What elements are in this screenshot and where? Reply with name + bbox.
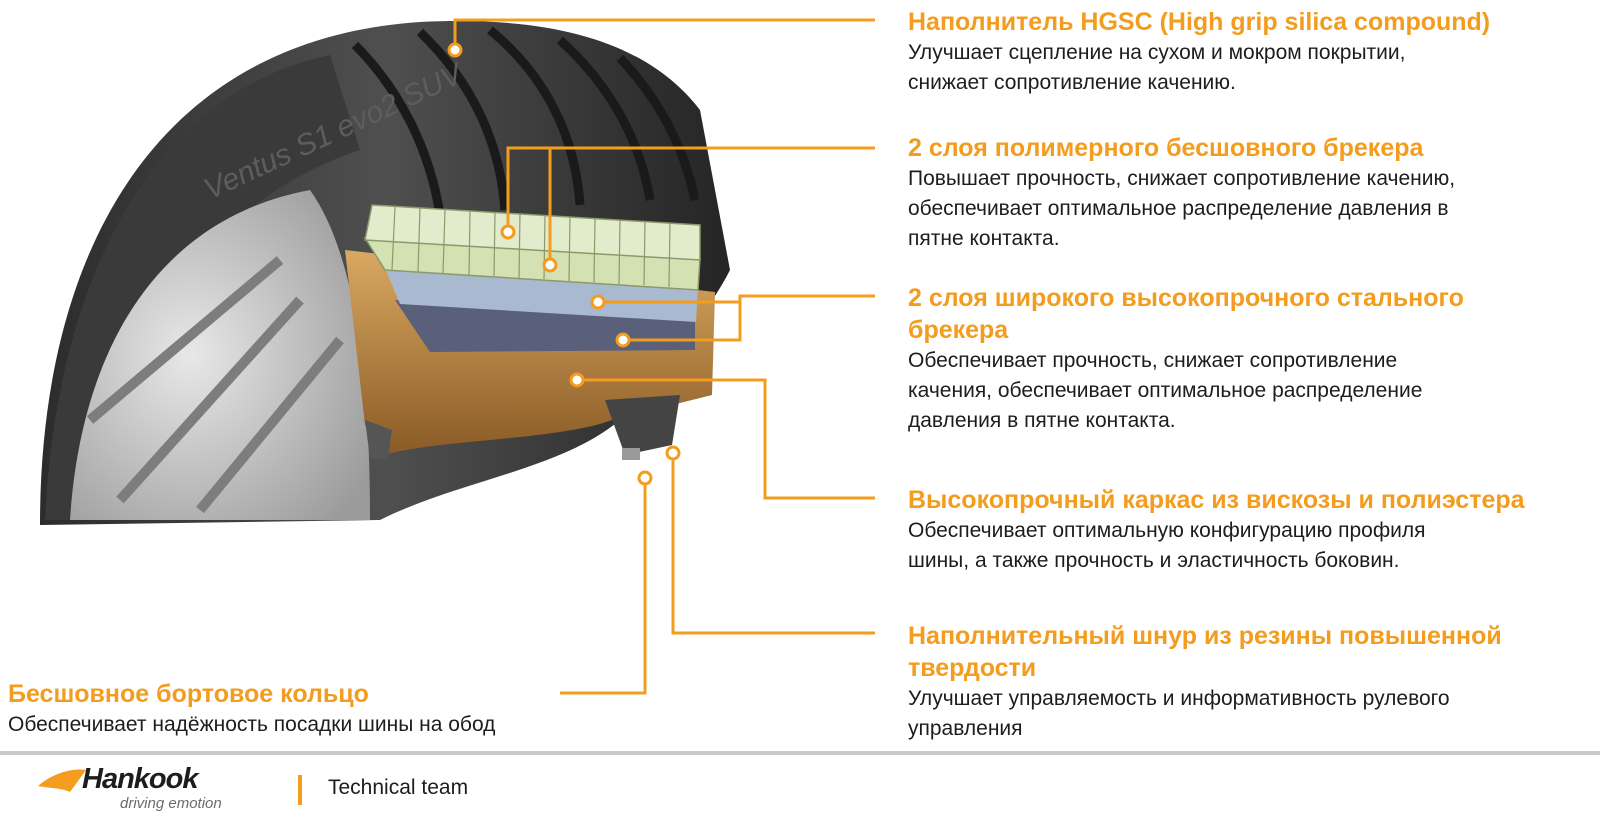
label-apex: Наполнительный шнур из резины повышенной… xyxy=(908,620,1598,744)
label-steel-belts-line-1: Обеспечивает прочность, снижает сопротив… xyxy=(908,349,1398,372)
label-casing-line-2: шины, а также прочность и эластичность б… xyxy=(908,549,1400,572)
rim-spokes xyxy=(86,256,344,514)
leader-steel-belts-2 xyxy=(623,302,742,342)
footer-divider xyxy=(0,751,1600,755)
brand-name: Hankook xyxy=(82,764,200,795)
label-polymer-belts-line-3: пятне контакта. xyxy=(908,227,1060,250)
label-bead-line-1: Обеспечивает надёжность посадки шины на … xyxy=(8,713,496,736)
label-steel-belts-title: 2 слоя широкого высокопрочного стального xyxy=(908,284,1464,312)
label-bead-title: Бесшовное бортовое кольцо xyxy=(8,680,369,708)
label-steel-belts: 2 слоя широкого высокопрочного стального… xyxy=(908,282,1598,436)
leader-dots xyxy=(447,42,681,486)
brand-tagline: driving emotion xyxy=(120,795,222,812)
label-bead: Бесшовное бортовое кольцо Обеспечивает н… xyxy=(8,678,628,740)
hankook-logo: Hankook driving emotion xyxy=(38,764,222,812)
label-casing-title: Высокопрочный каркас из вискозы и полиэс… xyxy=(908,486,1525,514)
label-polymer-belts-title: 2 слоя полимерного бесшовного брекера xyxy=(908,134,1424,162)
label-hgsc-title: Наполнитель HGSC (High grip silica compo… xyxy=(908,8,1491,36)
label-hgsc-line-2: снижает сопротивление качению. xyxy=(908,71,1236,94)
label-steel-belts-line-3: давления в пятне контакта. xyxy=(908,409,1176,432)
team-label: Technical team xyxy=(328,776,469,799)
leader-lines xyxy=(453,18,875,695)
label-apex-line-1: Улучшает управляемость и информативность… xyxy=(908,687,1450,710)
cross-section-layers xyxy=(345,204,715,460)
leader-polymer-belts xyxy=(506,146,875,230)
label-polymer-belts-line-2: обеспечивает оптимальное распределение д… xyxy=(908,197,1449,220)
inner-bead xyxy=(365,420,392,460)
leader-casing xyxy=(577,378,875,500)
label-steel-belts-line-2: качения, обеспечивает оптимальное распре… xyxy=(908,379,1423,402)
label-hgsc: Наполнитель HGSC (High grip silica compo… xyxy=(908,6,1598,98)
label-apex-title-2: твердости xyxy=(908,654,1037,682)
bead-ring xyxy=(622,448,640,460)
wheel-rim xyxy=(70,190,370,520)
polymer-belt-upper xyxy=(364,204,701,261)
leader-steel-belts xyxy=(598,294,875,304)
leader-apex xyxy=(671,453,875,635)
footer-separator xyxy=(298,775,302,805)
label-apex-title: Наполнительный шнур из резины повышенной xyxy=(908,622,1502,650)
leader-hgsc xyxy=(453,18,875,48)
brand-swoosh xyxy=(38,769,86,792)
tread-grooves xyxy=(351,26,700,216)
label-polymer-belts-line-1: Повышает прочность, снижает сопротивлени… xyxy=(908,167,1456,190)
label-hgsc-line-1: Улучшает сцепление на сухом и мокром пок… xyxy=(908,41,1406,64)
label-apex-line-2: управления xyxy=(908,717,1023,740)
bead-filler xyxy=(605,395,680,455)
label-casing-line-1: Обеспечивает оптимальную конфигурацию пр… xyxy=(908,519,1426,542)
steel-belt-upper xyxy=(385,268,698,322)
label-steel-belts-title-2: брекера xyxy=(908,316,1009,344)
label-polymer-belts: 2 слоя полимерного бесшовного брекера По… xyxy=(908,132,1598,254)
label-casing: Высокопрочный каркас из вискозы и полиэс… xyxy=(908,484,1598,576)
leader-bead xyxy=(560,478,647,695)
